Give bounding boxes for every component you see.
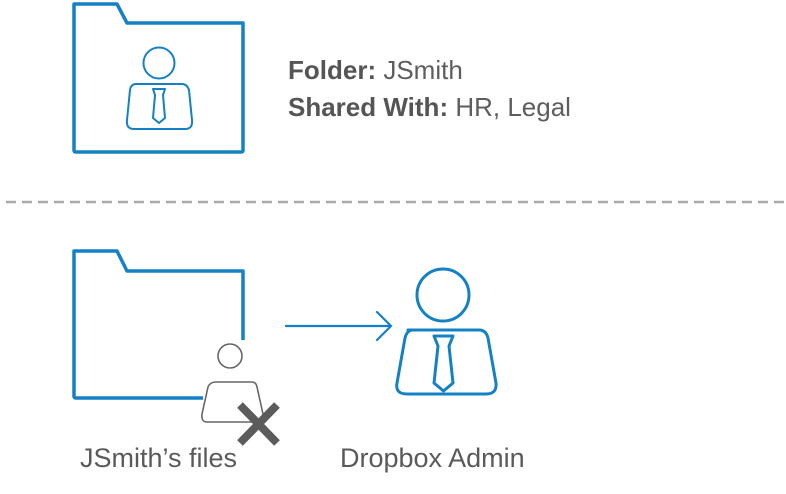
source-caption: JSmith’s files [80,443,238,473]
x-mark-icon [237,402,280,446]
folder-label: Folder: [288,55,377,85]
folder-icon [72,249,245,400]
shared-with-value: HR, Legal [455,92,571,122]
shared-with-label: Shared With: [288,92,449,122]
folder-outline [72,2,245,154]
admin-user-icon [395,267,498,396]
target-caption: Dropbox Admin [340,443,525,473]
folder-outline [72,249,245,400]
folder-info: Folder: JSmith Shared With: HR, Legal [288,52,571,126]
arrow-right-icon [284,310,393,342]
folder-with-user-icon [72,2,245,154]
folder-name-value: JSmith [383,55,463,85]
folder-name-line: Folder: JSmith [288,52,571,89]
shared-with-line: Shared With: HR, Legal [288,89,571,126]
user-removed-icon [201,343,264,423]
user-icon [125,46,194,130]
